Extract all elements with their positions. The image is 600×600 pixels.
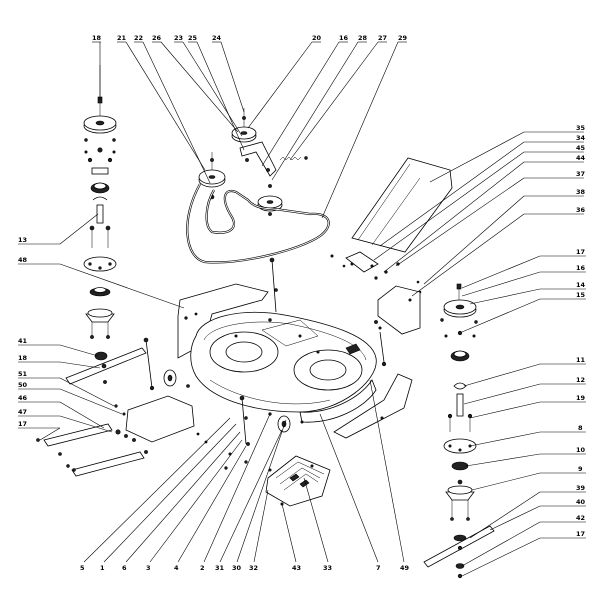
drive-belt [186, 183, 330, 264]
belt-cover [342, 157, 453, 294]
right-blade [423, 525, 495, 579]
callout-34: 34 [576, 134, 586, 142]
callout-42: 42 [576, 514, 585, 522]
callout-47: 47 [18, 408, 27, 416]
callout-19: 19 [576, 394, 586, 402]
discharge-chute [265, 455, 331, 507]
callout-24: 24 [212, 34, 222, 42]
callout-39: 39 [576, 484, 586, 492]
right-spindle-assembly [443, 283, 477, 542]
callout-49: 49 [400, 564, 410, 572]
callout-45: 45 [576, 144, 586, 152]
callout-23: 23 [174, 34, 183, 42]
callout-14: 14 [576, 281, 586, 289]
callout-9: 9 [578, 465, 583, 473]
callout-6: 6 [122, 564, 127, 572]
callout-37: 37 [576, 170, 585, 178]
callout-8: 8 [578, 424, 583, 432]
callout-16-top: 16 [339, 34, 349, 42]
idler-pulley-cluster [198, 108, 308, 216]
callout-30: 30 [232, 564, 242, 572]
callout-44: 44 [576, 154, 586, 162]
callout-35: 35 [576, 124, 586, 132]
left-spindle-assembly [83, 65, 117, 361]
height-linkage [143, 257, 387, 446]
left-blade [65, 347, 147, 385]
side-guard-plate [114, 395, 208, 444]
callout-41: 41 [18, 337, 28, 345]
callout-26: 26 [152, 34, 162, 42]
callout-28: 28 [358, 34, 368, 42]
callout-21: 21 [117, 34, 127, 42]
callout-4: 4 [174, 564, 179, 572]
callout-5: 5 [80, 564, 85, 572]
front-arm-bars [36, 423, 148, 477]
callout-51: 51 [18, 370, 28, 378]
callout-36: 36 [576, 206, 586, 214]
leader-lines [18, 41, 586, 577]
right-bracket [374, 285, 421, 335]
callout-20: 20 [312, 34, 322, 42]
callout-3: 3 [146, 564, 151, 572]
callout-11: 11 [576, 356, 586, 364]
callout-7: 7 [376, 564, 381, 572]
small-hardware [84, 138, 478, 470]
callout-43: 43 [292, 564, 301, 572]
callout-40: 40 [576, 498, 586, 506]
callout-48: 48 [18, 256, 28, 264]
callout-13: 13 [18, 236, 27, 244]
callout-10: 10 [576, 446, 586, 454]
right-side-guard [333, 373, 413, 439]
callout-12: 12 [576, 376, 585, 384]
callout-50: 50 [18, 381, 28, 389]
callout-16-right: 16 [576, 264, 586, 272]
callout-18-top: 18 [92, 34, 102, 42]
callout-17-left: 17 [18, 420, 27, 428]
callout-22: 22 [134, 34, 143, 42]
callout-32: 32 [249, 564, 258, 572]
callout-15: 15 [576, 291, 586, 299]
mower-deck [190, 312, 377, 423]
callout-1: 1 [100, 564, 105, 572]
callout-17-right: 17 [576, 248, 585, 256]
callout-25: 25 [188, 34, 198, 42]
callout-17-bottom-right: 17 [576, 530, 585, 538]
parts-artwork [36, 65, 495, 579]
callout-27: 27 [378, 34, 387, 42]
callout-33: 33 [323, 564, 332, 572]
callout-38: 38 [576, 188, 586, 196]
callout-46: 46 [18, 394, 28, 402]
callout-labels: 18 21 22 26 23 25 24 20 16 28 27 29 35 3… [18, 34, 586, 572]
callout-29: 29 [398, 34, 408, 42]
callout-2: 2 [200, 564, 205, 572]
callout-18-left: 18 [18, 354, 28, 362]
callout-31: 31 [215, 564, 225, 572]
